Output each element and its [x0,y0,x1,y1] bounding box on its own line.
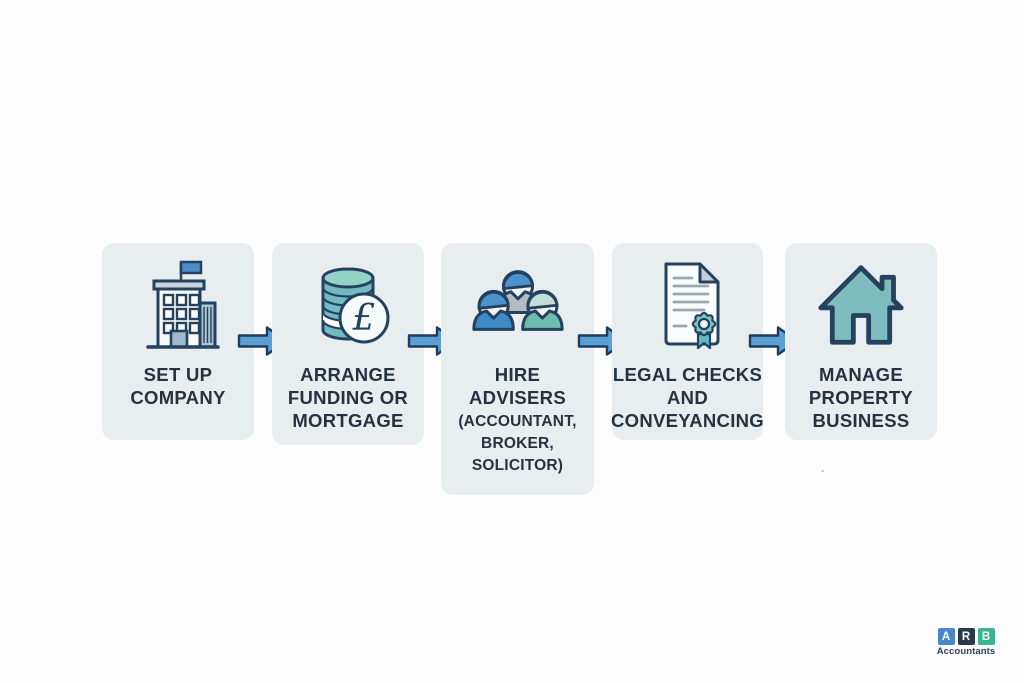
speck-artifact [821,470,824,472]
step-label: HIRE ADVISERS [469,364,566,408]
coins-pound-icon: £ [298,253,398,355]
step-card-legal-checks: LEGAL CHECKS AND CONVEYANCING [611,243,764,440]
building-icon [132,253,224,355]
step-card-set-up-company: SET UP COMPANY [102,243,254,440]
step-card-arrange-funding: £ ARRANGE FUNDING OR MORTGAGE [272,243,424,445]
svg-text:£: £ [352,298,376,339]
step-card-manage-property: MANAGE PROPERTY BUSINESS [785,243,937,440]
logo-subtitle: Accountants [936,646,996,657]
certificate-document-icon [644,253,732,355]
logo-tiles: A R B [937,628,995,645]
step-sublabel: (ACCOUNTANT, BROKER, SOLICITOR) [458,413,577,474]
step-label: MANAGE PROPERTY BUSINESS [808,364,914,431]
arb-accountants-logo: A R B Accountants [937,628,995,657]
step-label: ARRANGE FUNDING OR MORTGAGE [287,364,409,431]
logo-tile-a: A [937,628,955,645]
logo-tile-r: R [957,628,975,645]
advisers-people-icon [466,253,570,355]
house-icon [813,253,909,355]
logo-tile-b: B [977,628,995,645]
step-label: SET UP COMPANY [130,364,226,408]
step-label: LEGAL CHECKS AND CONVEYANCING [611,364,764,431]
step-card-hire-advisers: HIRE ADVISERS (ACCOUNTANT, BROKER, SOLIC… [441,243,594,495]
